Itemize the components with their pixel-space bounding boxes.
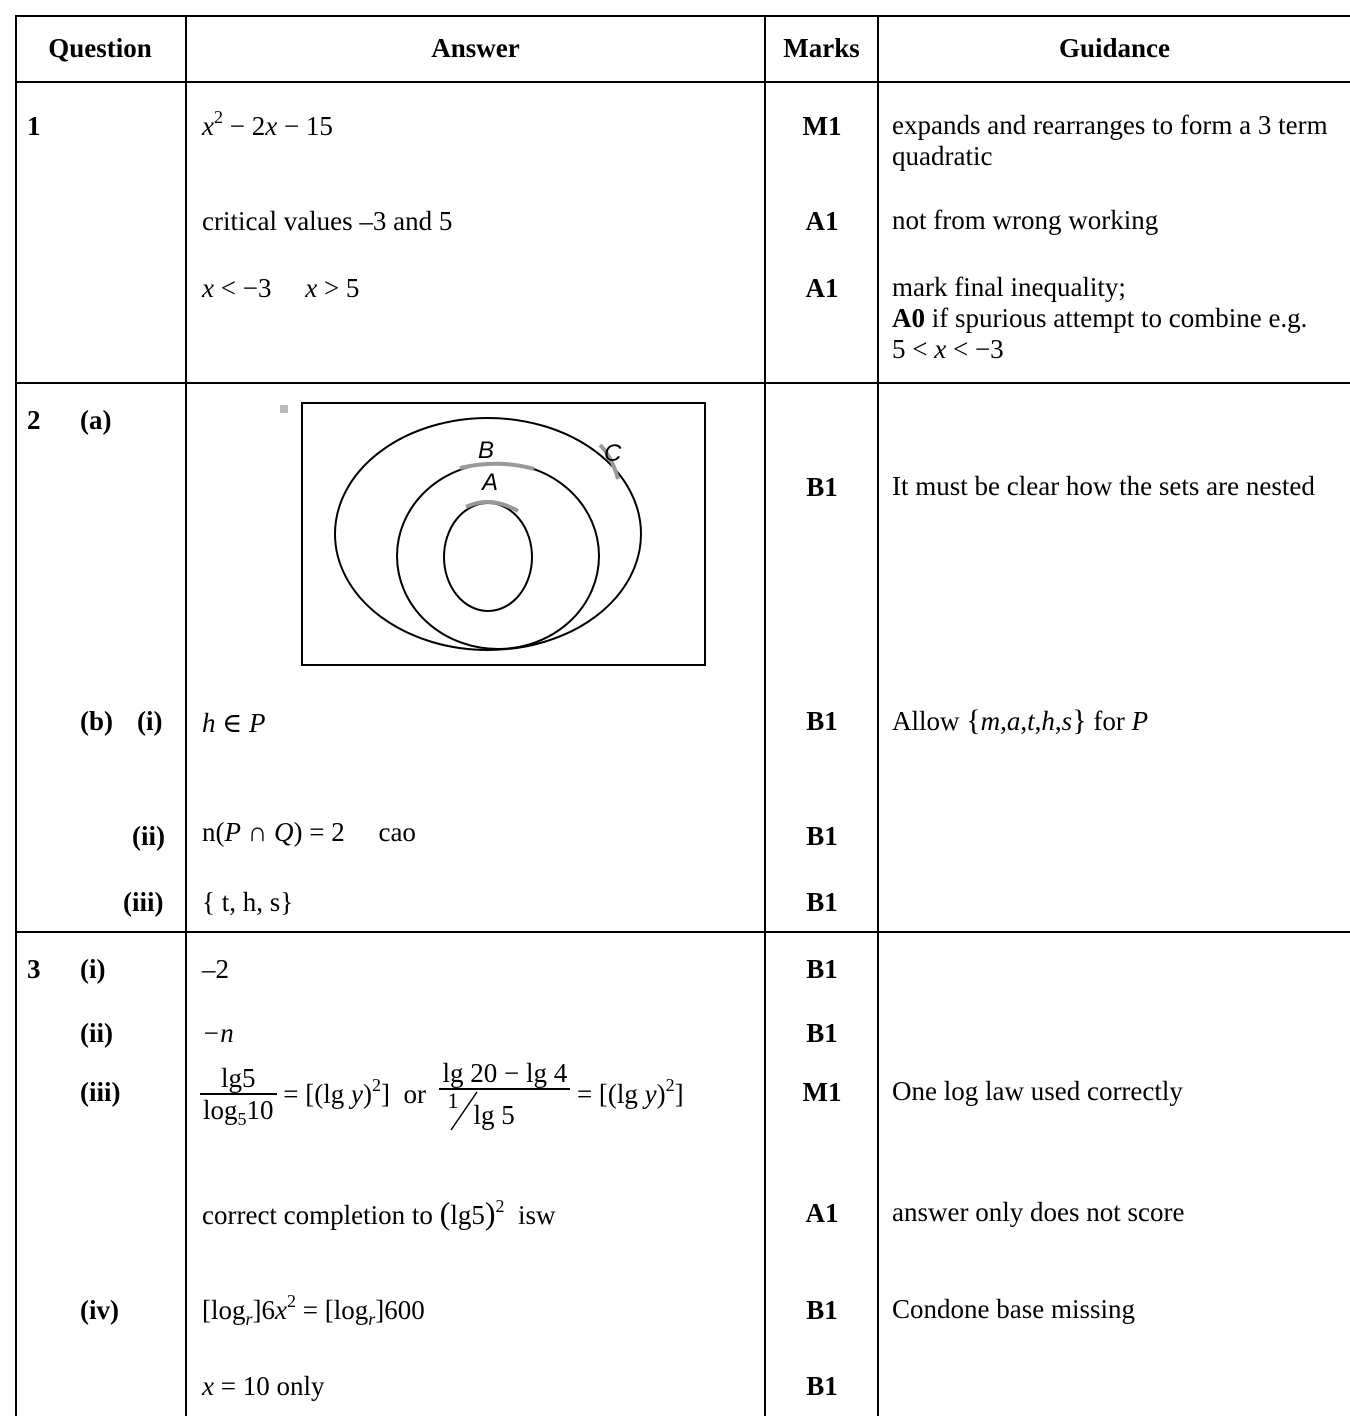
q1-row3-guidance: mark final inequality; A0 if spurious at…	[892, 272, 1347, 365]
q3-iv2-marks: B1	[806, 1371, 838, 1401]
row-divider-q1	[15, 382, 1350, 384]
table-top-border	[15, 15, 1350, 17]
venn-label-b: B	[478, 437, 494, 464]
q3-iii2-guidance: answer only does not score	[892, 1197, 1185, 1227]
q2-sub-iii: (iii)	[123, 887, 164, 917]
header-marks: Marks	[783, 33, 860, 63]
set-c-ellipse	[334, 417, 642, 651]
q3-iv-guidance: Condone base missing	[892, 1294, 1135, 1324]
q2-biii-marks: B1	[806, 887, 838, 917]
q2-bii-marks: B1	[806, 821, 838, 851]
q3-iii-fraction-1: lg5 log510	[200, 1063, 277, 1128]
q1-row1-marks: M1	[802, 111, 842, 141]
set-c-boundary-highlight	[598, 443, 620, 480]
q3-iv2-answer: x = 10 only	[202, 1371, 325, 1401]
q2-sub-i: (i)	[137, 706, 163, 736]
q1-row2-guidance: not from wrong working	[892, 205, 1159, 235]
venn-diagram: B C A	[280, 402, 706, 666]
q3-i-marks: B1	[806, 954, 838, 984]
q1-guidance-rest: if spurious attempt to combine e.g.	[925, 303, 1308, 333]
q1-guidance-example: 5 < x < −3	[892, 334, 1004, 364]
q1-row2-marks: A1	[805, 206, 839, 236]
q2-row-a-marks: B1	[806, 472, 838, 502]
venn-label-c: C	[604, 440, 622, 467]
set-a-ellipse	[443, 502, 533, 612]
q3-number: 3	[27, 954, 41, 984]
q3-sub-ii: (ii)	[80, 1018, 113, 1048]
q2-guidance-set: {	[966, 704, 981, 737]
set-b-boundary-highlight	[459, 461, 535, 471]
q1-row3-marks: A1	[805, 273, 839, 303]
q2-biii-answer: { t, h, s}	[202, 887, 294, 917]
q3-sub-iii: (iii)	[80, 1077, 121, 1107]
q3-iii-marks: M1	[802, 1077, 842, 1107]
q3-ii-marks: B1	[806, 1018, 838, 1048]
q2-bi-answer: h ∈ P	[202, 708, 266, 738]
q3-iii-fraction-2: lg 20 − lg 4 1 lg 5	[439, 1058, 571, 1131]
q2-bii-answer: n(P ∩ Q) = 2 cao	[202, 817, 416, 847]
q1-number: 1	[27, 111, 41, 141]
q2-sub-ii: (ii)	[132, 821, 165, 851]
q1-answer-quadratic: x2 − 2x − 15	[202, 107, 333, 141]
header-answer: Answer	[431, 33, 520, 63]
q3-iii-guidance: One log law used correctly	[892, 1076, 1183, 1106]
q2-part-a: (a)	[80, 405, 112, 435]
col-divider-question	[185, 16, 187, 1416]
row-divider-q2	[15, 931, 1350, 933]
universal-set-rectangle	[301, 402, 706, 666]
header-guidance: Guidance	[1058, 33, 1171, 63]
q3-iv2-tail: = 10 only	[213, 1371, 325, 1401]
q3-iii-isw: isw	[518, 1200, 556, 1230]
q1-row1-guidance: expands and rearranges to form a 3 term …	[892, 110, 1328, 171]
q2-bii-tail: ) = 2	[293, 817, 345, 847]
q2-part-b: (b)	[80, 706, 113, 736]
q1-guidance-line1: mark final inequality;	[892, 272, 1126, 302]
q3-iii-completion-text: correct completion to	[202, 1200, 433, 1230]
q2-number: 2	[27, 405, 41, 435]
q1-answer-inequality: x < −3 x > 5	[202, 273, 360, 303]
q3-i-answer: –2	[202, 954, 229, 984]
venn-label-a: A	[480, 469, 498, 496]
q3-iii-completion: correct completion to (lg5)2 isw	[202, 1195, 556, 1231]
col-divider-answer	[764, 16, 766, 1416]
header-bottom-border	[15, 81, 1350, 83]
q3-iii-or: or	[403, 1078, 426, 1109]
q2-guidance-for: for	[1093, 706, 1125, 736]
q2-row-a-guidance: It must be clear how the sets are nested	[892, 471, 1315, 501]
image-artifact	[280, 405, 288, 413]
q3-iv-answer: [logr]6x2 = [logr]600	[202, 1291, 425, 1329]
q2-bi-marks: B1	[806, 706, 838, 736]
q2-bii-n: n(	[202, 817, 225, 847]
set-a-boundary-highlight	[465, 499, 519, 513]
q1-guidance-a0: A0	[892, 303, 925, 333]
col-divider-marks	[877, 16, 879, 1416]
q3-iii-answer: lg5 log510 = [(lg y)2] or lg 20 − lg 4 1…	[200, 1058, 684, 1131]
q3-iv-marks: B1	[806, 1295, 838, 1325]
q2-bi-guidance: Allow {m,a,t,h,s} for P	[892, 704, 1149, 737]
header-question: Question	[48, 33, 152, 63]
q3-sub-i: (i)	[80, 954, 106, 984]
q2-bii-cao: cao	[378, 817, 416, 847]
q3-ii-answer: −n	[202, 1018, 234, 1048]
q3-sub-iv: (iv)	[80, 1295, 119, 1325]
q3-iii2-marks: A1	[805, 1198, 839, 1228]
table-left-border	[15, 16, 17, 1416]
q1-answer-critical-values: critical values –3 and 5	[202, 206, 453, 236]
q2-guidance-allow: Allow	[892, 706, 960, 736]
